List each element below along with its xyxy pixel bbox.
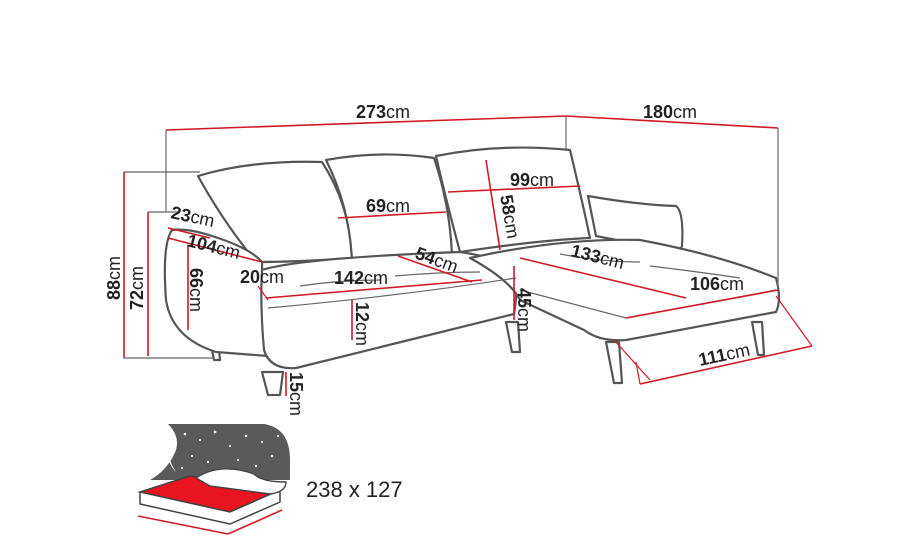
line-chaise-length <box>519 257 687 299</box>
label-seat-height: 45cm <box>514 288 534 332</box>
label-back-height: 72cm <box>127 266 147 310</box>
sofa-outline <box>163 146 781 397</box>
line-chaise-cushion-width <box>447 185 581 193</box>
leg-back-right <box>750 320 766 357</box>
line-chaise-cushion-height <box>485 159 501 251</box>
seat-body <box>260 250 518 370</box>
bed-base <box>139 488 281 525</box>
line-chaise-depth <box>565 115 779 129</box>
line-overall-width <box>165 115 567 131</box>
label-chaise-depth: 180cm <box>643 102 697 122</box>
line-chaise-width <box>625 289 779 319</box>
line-cushion-width <box>337 211 447 219</box>
dimension-lines <box>123 115 813 396</box>
label-arm-height: 66cm <box>186 268 206 312</box>
stars <box>181 430 279 471</box>
line-arm-width <box>167 227 211 239</box>
seat-stitch <box>299 253 741 287</box>
back-cushion-chaise <box>434 146 592 254</box>
moon-icon <box>168 432 176 472</box>
line-seat-depth <box>397 255 473 283</box>
sleeping-bed-icon <box>137 424 290 535</box>
label-seat-width: 142cm <box>334 268 388 288</box>
line-seat-depth-side <box>167 237 263 263</box>
leg-chaise <box>604 340 624 385</box>
label-total-height: 88cm <box>104 256 124 300</box>
label-chaise-cushion-width: 99cm <box>510 170 554 190</box>
label-leg-height: 15cm <box>286 372 306 416</box>
bed-dimension-line <box>137 515 229 535</box>
label-overall-width: 273cm <box>356 102 410 122</box>
label-seat-thickness: 12cm <box>352 302 372 346</box>
pillow-icon <box>194 468 287 495</box>
leg-middle <box>504 320 522 354</box>
label-arm-width: 23cm <box>169 202 216 231</box>
seat-front-edge <box>267 277 517 309</box>
label-chaise-width: 106cm <box>690 274 744 294</box>
label-arm-depth: 20cm <box>240 267 284 287</box>
leg-front-left <box>260 370 285 397</box>
label-cushion-width: 69cm <box>366 196 410 216</box>
line-arm-depth <box>257 285 269 301</box>
line-seat-width <box>265 279 483 299</box>
label-chaise-cushion-height: 58cm <box>496 193 523 240</box>
bed-size-label: 238 x 127 <box>306 477 403 502</box>
